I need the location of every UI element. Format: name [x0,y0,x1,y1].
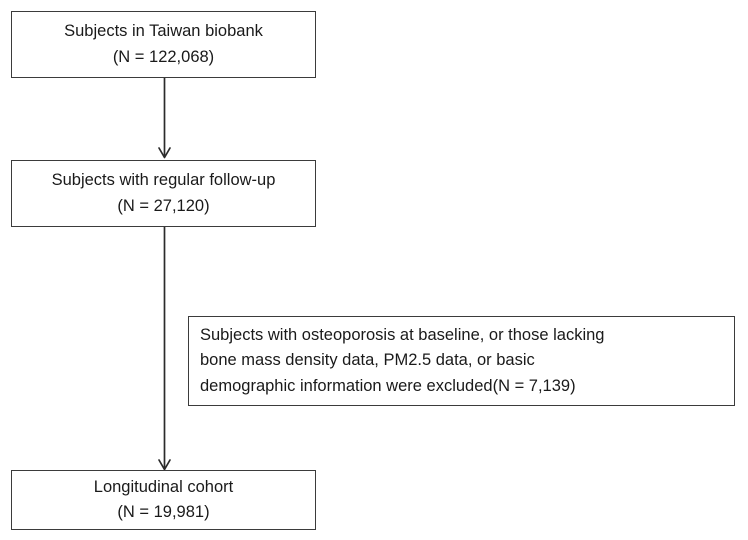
node-regular-followup: Subjects with regular follow-up (N = 27,… [11,160,316,227]
node-cohort-label: Longitudinal cohort [93,477,234,496]
node-exclusion-criteria: Subjects with osteoporosis at baseline, … [188,316,735,406]
node-source-population: Subjects in Taiwan biobank (N = 122,068) [11,11,316,78]
node-source-label: Subjects in Taiwan biobank [64,22,263,41]
node-followup-count: (N = 27,120) [117,196,210,215]
arrow-followup-to-cohort [158,227,171,471]
node-cohort-count: (N = 19,981) [117,503,210,521]
node-exclusion-line-2: bone mass density data, PM2.5 data, or b… [200,351,535,370]
node-source-count: (N = 122,068) [112,47,215,66]
node-exclusion-line-1: Subjects with osteoporosis at baseline, … [200,326,605,345]
node-followup-label: Subjects with regular follow-up [51,171,276,190]
arrow-source-to-followup [158,78,171,159]
node-longitudinal-cohort: Longitudinal cohort (N = 19,981) [11,470,316,530]
node-exclusion-line-3: demographic information were excluded(N … [200,376,576,395]
